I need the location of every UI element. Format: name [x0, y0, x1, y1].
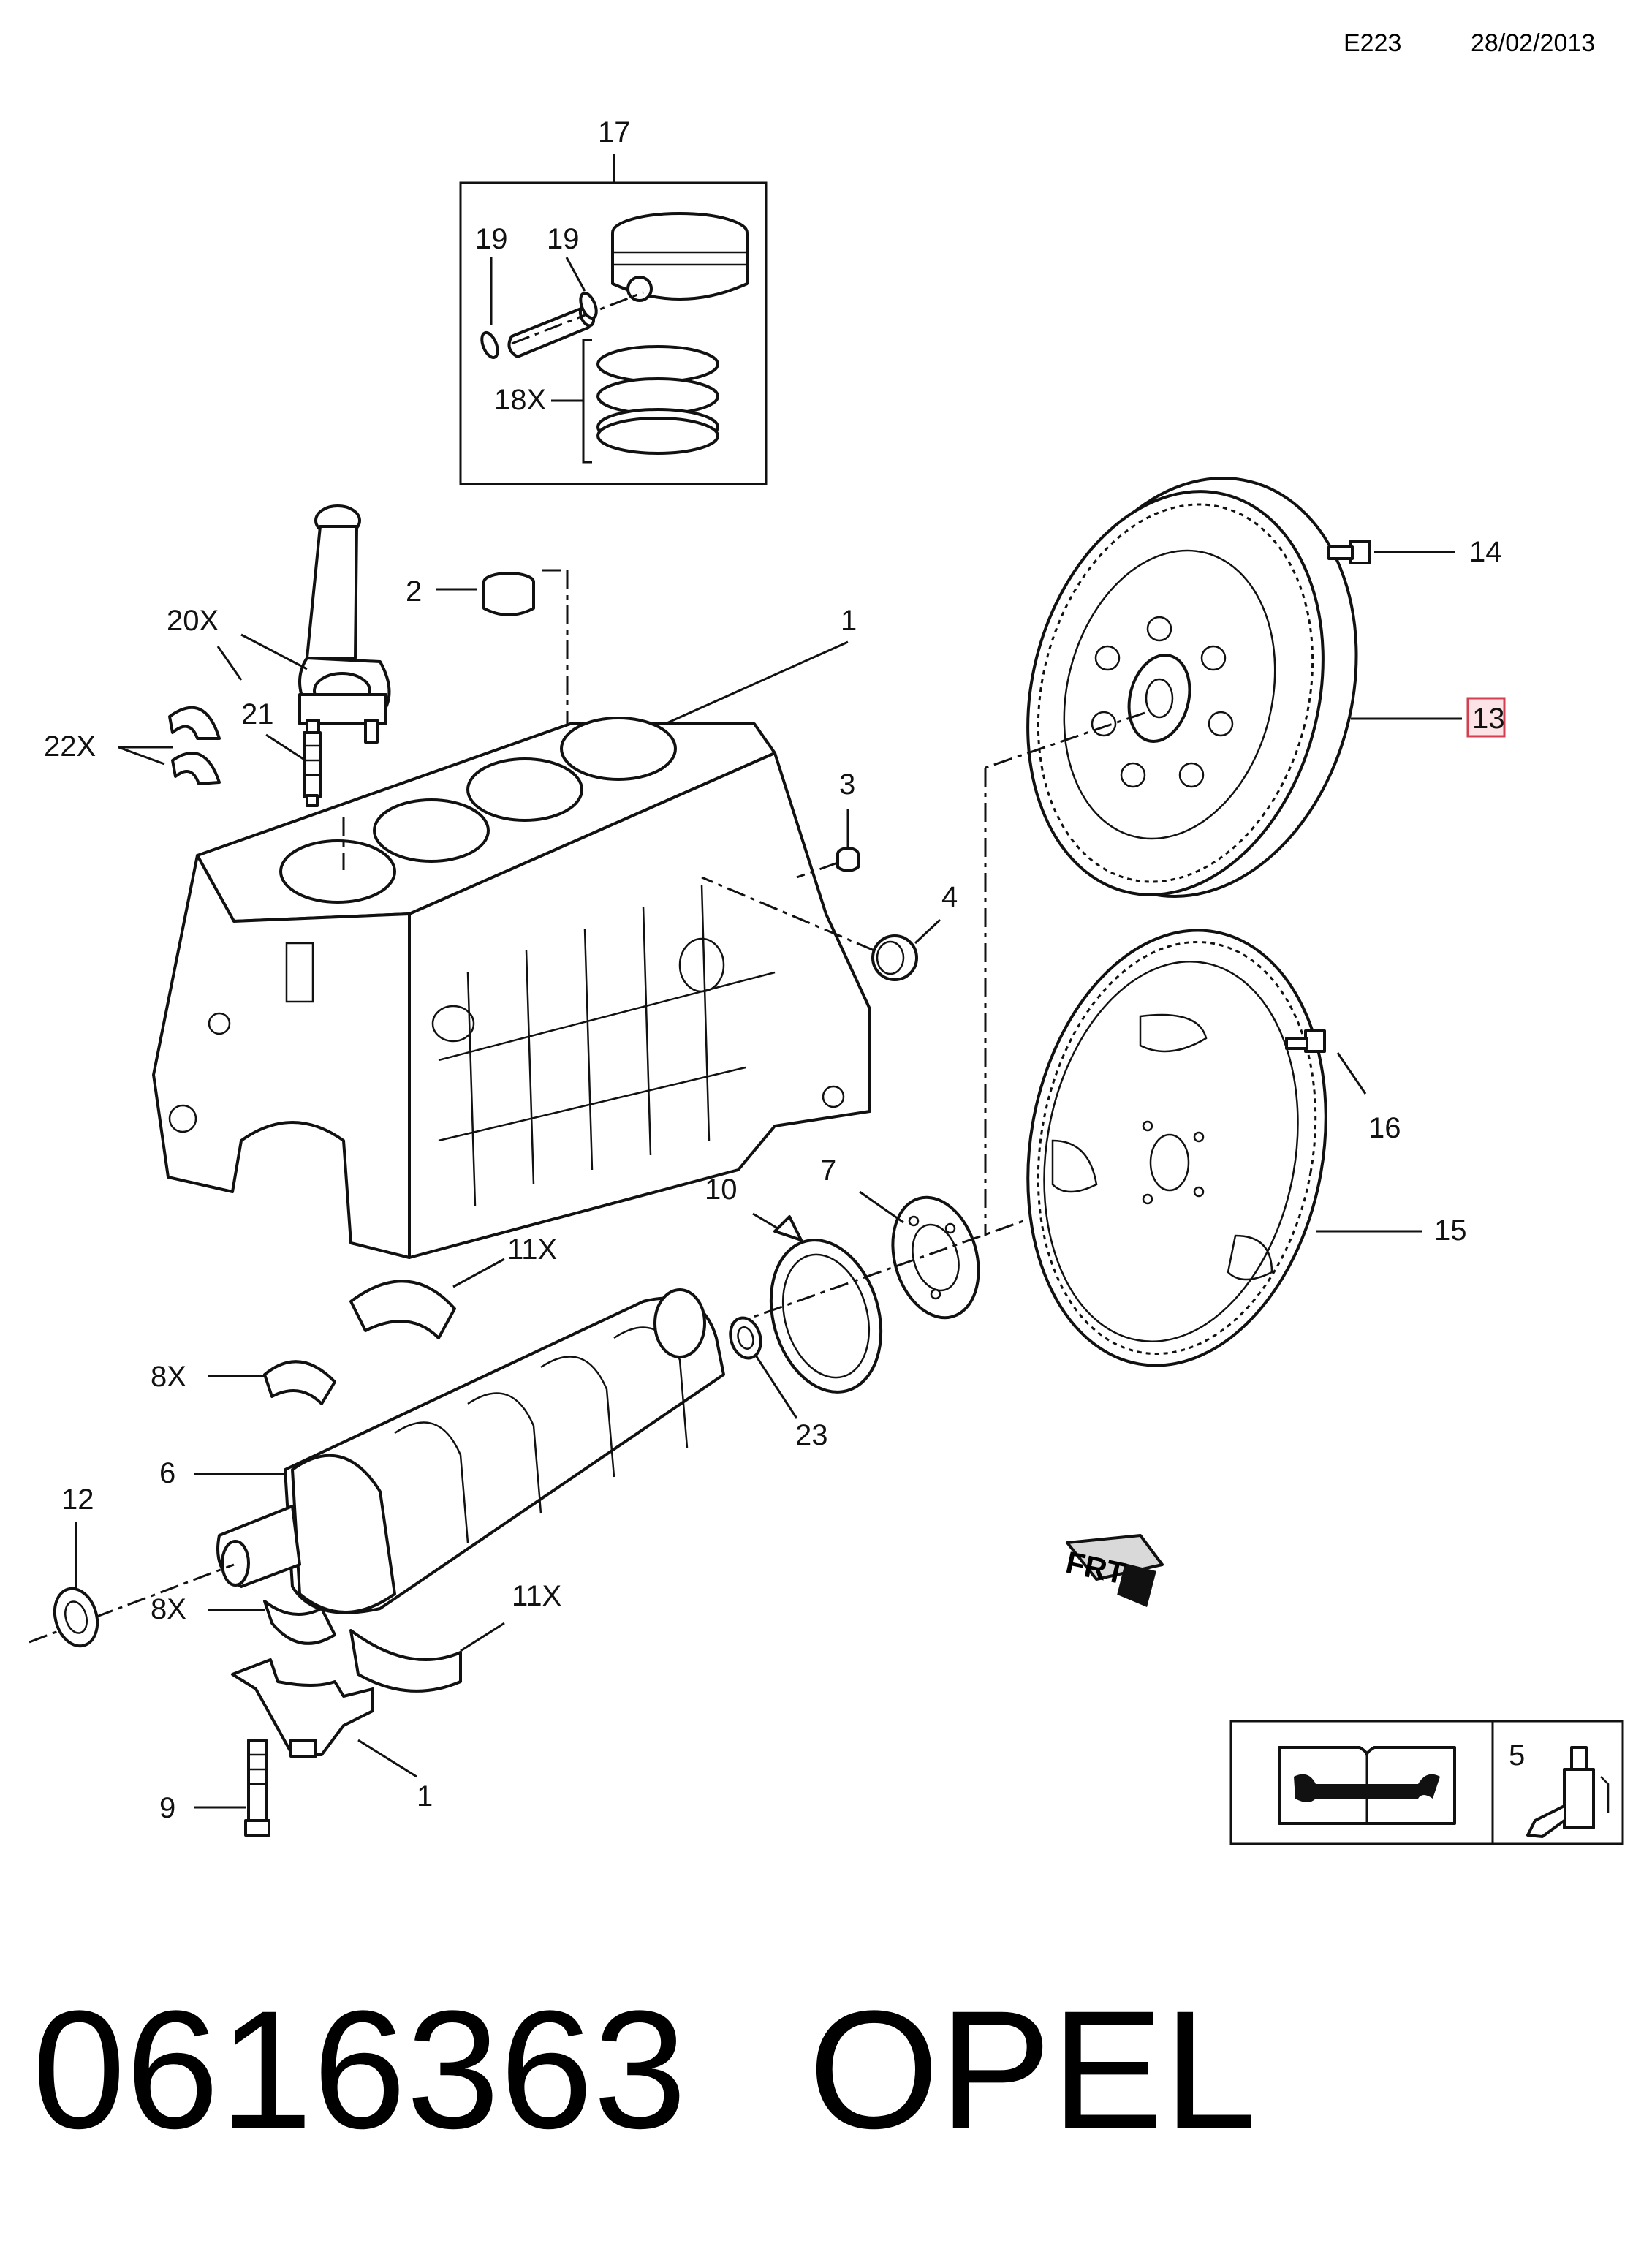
dowel-pin — [836, 847, 860, 872]
callout-7[interactable]: 7 — [820, 1154, 836, 1187]
callout-23[interactable]: 23 — [795, 1419, 828, 1451]
main-cap-bolt — [244, 1739, 270, 1837]
callout-13[interactable]: 13 — [1472, 703, 1505, 735]
front-crank-seal — [53, 1587, 99, 1648]
piston-assembly-box: 17 19 19 18X — [459, 116, 768, 485]
diagram-date: 28/02/2013 — [1471, 29, 1595, 57]
callout-10[interactable]: 10 — [705, 1173, 738, 1206]
rear-main-seal — [769, 1215, 883, 1394]
callout-4[interactable]: 4 — [941, 881, 958, 913]
connecting-rod — [298, 504, 391, 744]
piston-pin — [507, 291, 644, 358]
flywheel-bolt-holes — [1091, 616, 1234, 788]
piston-rings — [596, 345, 719, 455]
callout-17[interactable]: 17 — [598, 116, 631, 148]
callout-11X-top[interactable]: 11X — [507, 1233, 557, 1266]
sealant-tube-icon — [1526, 1746, 1610, 1838]
piston — [611, 212, 749, 302]
part-number: 0616363 — [32, 1976, 686, 2163]
callout-2[interactable]: 2 — [406, 575, 422, 608]
front-direction-arrow: FRT — [1063, 1534, 1164, 1608]
callout-6[interactable]: 6 — [159, 1457, 175, 1489]
callout-1-cap[interactable]: 1 — [417, 1780, 433, 1813]
callout-5[interactable]: 5 — [1509, 1739, 1525, 1772]
callout-14[interactable]: 14 — [1469, 536, 1502, 568]
circlip-right — [579, 291, 598, 320]
main-bearing-lower-b — [263, 1600, 336, 1645]
callout-15[interactable]: 15 — [1434, 1214, 1467, 1247]
callout-3[interactable]: 3 — [839, 768, 855, 801]
callout-18X[interactable]: 18X — [494, 384, 546, 416]
crankshaft — [216, 1288, 725, 1614]
brand-name: OPEL — [808, 1976, 1257, 2163]
callout-21[interactable]: 21 — [241, 698, 274, 730]
cylinder-block — [152, 717, 871, 1259]
block-plug — [482, 572, 535, 616]
main-bearing-lower-a — [263, 1360, 336, 1405]
reference-legend-box: 5 — [1229, 1720, 1624, 1845]
flexplate-bolt — [1285, 1029, 1326, 1053]
reluctor-plate — [891, 1195, 980, 1320]
rod-bearing-shells — [168, 706, 221, 785]
callout-22X[interactable]: 22X — [44, 730, 96, 763]
main-bearing-upper — [349, 1280, 456, 1339]
shaft-seal-sleeve — [871, 934, 918, 981]
circlip-left — [480, 330, 499, 360]
main-bearing-cap — [231, 1658, 374, 1758]
callout-19-right[interactable]: 19 — [547, 223, 580, 255]
dual-mass-flywheel — [1026, 477, 1358, 898]
callout-8X-bottom[interactable]: 8X — [151, 1593, 186, 1625]
diagram-code: E223 — [1344, 29, 1401, 57]
crank-throws — [394, 1288, 706, 1543]
callout-20X[interactable]: 20X — [167, 605, 219, 637]
callout-9[interactable]: 9 — [159, 1792, 175, 1824]
highlight-box-13 — [1466, 697, 1506, 738]
rod-bolt — [303, 731, 322, 807]
callout-8X-top[interactable]: 8X — [151, 1361, 186, 1393]
main-bearing-lower-c — [349, 1629, 462, 1693]
callout-16[interactable]: 16 — [1368, 1112, 1401, 1144]
flexplate — [1026, 929, 1327, 1367]
callout-1-block[interactable]: 1 — [841, 605, 857, 637]
callout-19-left[interactable]: 19 — [475, 223, 508, 255]
flywheel-bolt — [1327, 540, 1371, 564]
repair-manual-icon — [1278, 1746, 1456, 1825]
callout-11X-bottom[interactable]: 11X — [512, 1580, 561, 1612]
pilot-bearing — [729, 1316, 762, 1360]
callout-12[interactable]: 12 — [61, 1483, 94, 1516]
